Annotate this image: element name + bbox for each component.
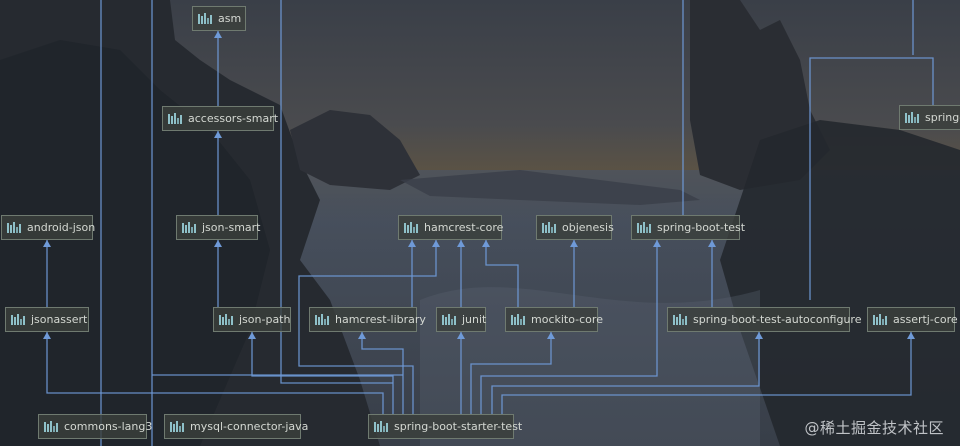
library-bars-icon xyxy=(442,314,456,325)
node-label: accessors-smart xyxy=(188,112,279,125)
edge-starter-to-hamcrest-library xyxy=(361,332,404,414)
edge-arrowhead xyxy=(570,240,578,247)
node-commons-lang3[interactable]: commons-lang3 xyxy=(38,414,152,439)
edge-arrowhead xyxy=(708,240,716,247)
edge-arrowhead xyxy=(248,332,256,339)
library-bars-icon xyxy=(873,314,887,325)
node-label: objenesis xyxy=(562,221,614,234)
node-json-path[interactable]: json-path xyxy=(213,307,291,332)
node-mockito-core[interactable]: mockito-core xyxy=(505,307,603,332)
node-label: junit xyxy=(462,313,487,326)
edge-arrowhead xyxy=(43,332,51,339)
edge-arrowhead xyxy=(457,332,465,339)
library-bars-icon xyxy=(11,314,25,325)
edge-arrowhead xyxy=(457,240,465,247)
node-hamcrest-core[interactable]: hamcrest-core xyxy=(398,215,504,240)
edge-starter-to-hamcrest-core xyxy=(298,240,437,414)
library-bars-icon xyxy=(404,222,418,233)
edge-arrowhead xyxy=(408,240,416,247)
library-bars-icon xyxy=(374,421,388,432)
node-spring-b[interactable]: spring-b xyxy=(899,105,960,130)
node-json-smart[interactable]: json-smart xyxy=(176,215,261,240)
node-label: spring-boot-test-autoconfigure xyxy=(693,313,862,326)
node-assertj-core[interactable]: assertj-core xyxy=(867,307,958,332)
node-label: json-smart xyxy=(202,221,261,234)
node-android-json[interactable]: android-json xyxy=(1,215,96,240)
library-bars-icon xyxy=(168,113,182,124)
edge-arrowhead xyxy=(907,332,915,339)
node-label: json-path xyxy=(239,313,291,326)
node-label: mysql-connector-java xyxy=(190,420,309,433)
edge-spring-b-branch xyxy=(809,57,934,300)
edge-arrowhead xyxy=(432,240,440,247)
node-asm[interactable]: asm xyxy=(192,6,246,31)
node-label: commons-lang3 xyxy=(64,420,153,433)
edge-accessors-up-line xyxy=(280,0,393,384)
node-accessors-smart[interactable]: accessors-smart xyxy=(162,106,278,131)
node-spring-boot-test-autoconfigure[interactable]: spring-boot-test-autoconfigure xyxy=(667,307,861,332)
library-bars-icon xyxy=(219,314,233,325)
library-bars-icon xyxy=(315,314,329,325)
node-mysql-connector-java[interactable]: mysql-connector-java xyxy=(164,414,308,439)
edge-starter-to-mockito-core xyxy=(470,332,552,414)
node-jsonassert[interactable]: jsonassert xyxy=(5,307,89,332)
edge-starter-to-autoconfigure xyxy=(491,332,760,414)
library-bars-icon xyxy=(542,222,556,233)
node-label: hamcrest-library xyxy=(335,313,426,326)
node-hamcrest-library[interactable]: hamcrest-library xyxy=(309,307,426,332)
library-bars-icon xyxy=(198,13,212,24)
library-bars-icon xyxy=(673,314,687,325)
edge-arrowhead xyxy=(214,131,222,138)
node-label: android-json xyxy=(27,221,96,234)
edge-starter-to-spring-boot-test xyxy=(480,240,658,414)
edge-starter-to-assertj-core xyxy=(501,332,912,414)
node-spring-boot-test[interactable]: spring-boot-test xyxy=(631,215,745,240)
node-label: hamcrest-core xyxy=(424,221,504,234)
edge-arrowhead xyxy=(214,240,222,247)
library-bars-icon xyxy=(170,421,184,432)
node-label: assertj-core xyxy=(893,313,958,326)
node-spring-boot-starter-test[interactable]: spring-boot-starter-test xyxy=(368,414,522,439)
edge-arrowhead xyxy=(214,31,222,38)
watermark: @稀土掘金技术社区 xyxy=(804,419,944,437)
edge-arrowhead xyxy=(653,240,661,247)
node-label: jsonassert xyxy=(31,313,88,326)
node-objenesis[interactable]: objenesis xyxy=(536,215,614,240)
library-bars-icon xyxy=(44,421,58,432)
edge-arrowhead xyxy=(43,240,51,247)
edge-starter-to-json-path xyxy=(251,332,394,414)
library-bars-icon xyxy=(905,112,919,123)
node-label: spring-b xyxy=(925,111,960,124)
library-bars-icon xyxy=(511,314,525,325)
node-label: mockito-core xyxy=(531,313,603,326)
library-bars-icon xyxy=(7,222,21,233)
edge-arrowhead xyxy=(482,240,490,247)
edge-mockito-core-to-hamcrest-core xyxy=(485,240,519,307)
node-label: asm xyxy=(218,12,242,25)
edge-starter-to-jsonassert xyxy=(46,332,384,414)
edge-arrowhead xyxy=(358,332,366,339)
node-label: spring-boot-starter-test xyxy=(394,420,523,433)
node-label: spring-boot-test xyxy=(657,221,746,234)
library-bars-icon xyxy=(182,222,196,233)
edge-arrowhead xyxy=(755,332,763,339)
library-bars-icon xyxy=(637,222,651,233)
node-junit[interactable]: junit xyxy=(436,307,486,332)
edge-arrowhead xyxy=(547,332,555,339)
